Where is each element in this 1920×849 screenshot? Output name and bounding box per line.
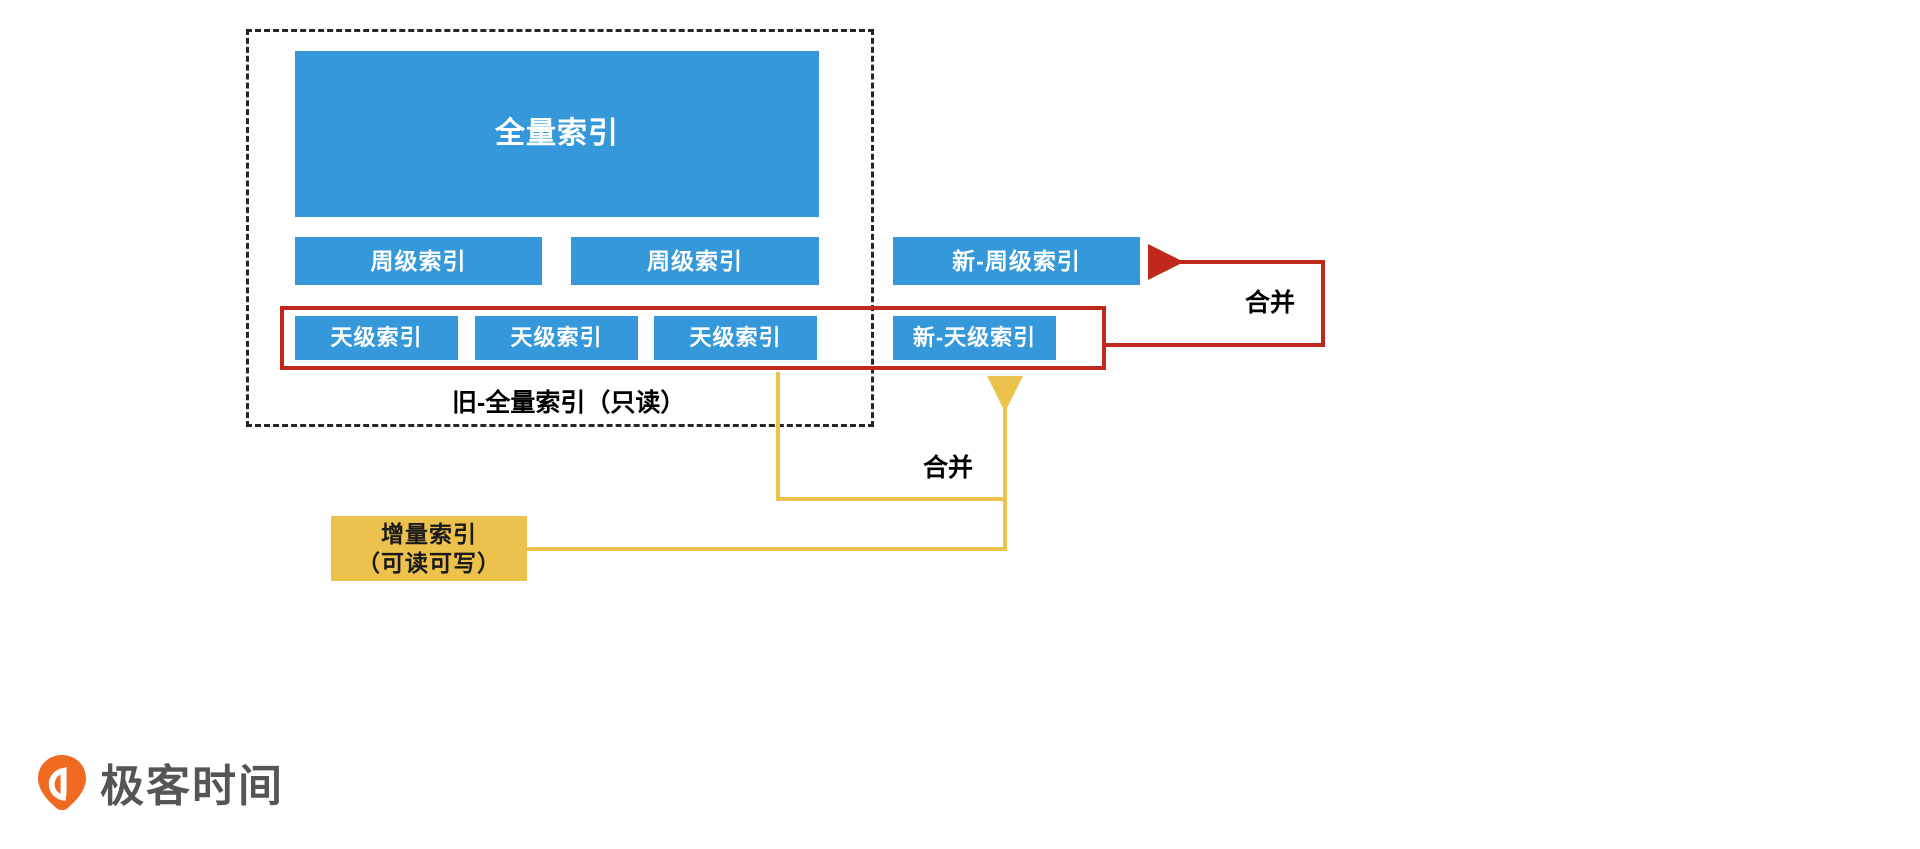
weekly-index-box-1: 周级索引 (295, 237, 542, 285)
brand-logo-text: 极客时间 (100, 762, 284, 811)
daily-index-box-1: 天级索引 (295, 316, 458, 360)
old-full-index-caption: 旧-全量索引（只读） (452, 389, 686, 417)
daily-index-highlight-frame (280, 306, 1106, 370)
brand-logo: 极客时间 (36, 750, 284, 814)
daily-index-box-3: 天级索引 (654, 316, 817, 360)
weekly-index-box-2: 周级索引 (571, 237, 819, 285)
new-weekly-index-box: 新-周级索引 (893, 237, 1140, 285)
merge-label-yellow: 合并 (923, 454, 974, 482)
daily-index-box-2: 天级索引 (475, 316, 638, 360)
new-daily-index-box: 新-天级索引 (893, 316, 1056, 360)
geektime-pin-logo-icon (38, 755, 86, 810)
incremental-index-box: 增量索引 （可读可写） (331, 516, 527, 581)
full-index-box: 全量索引 (295, 51, 819, 217)
merge-label-red: 合并 (1245, 289, 1296, 317)
